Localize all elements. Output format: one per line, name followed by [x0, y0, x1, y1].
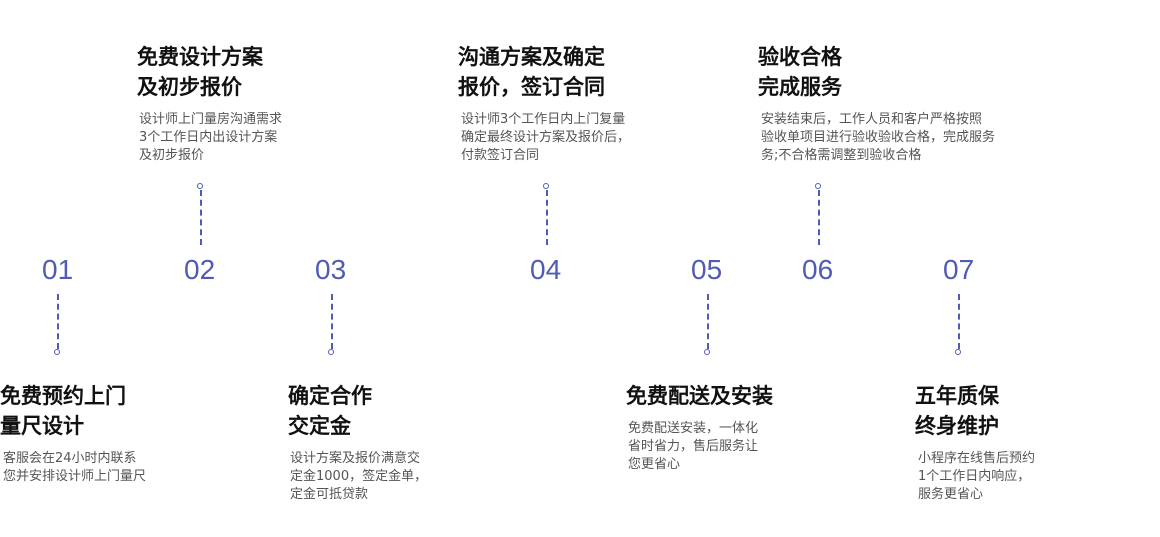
step-desc-01: 客服会在24小时内联系您并安排设计师上门量尺 [3, 451, 147, 484]
step-number-05: 05 [691, 254, 723, 285]
step-number-01: 01 [42, 254, 74, 285]
connector-up-06 [815, 183, 823, 245]
step-title-04: 沟通方案及确定报价，签订合同 [458, 45, 605, 99]
step-title-02: 免费设计方案及初步报价 [137, 45, 263, 99]
connector-down-05 [704, 294, 712, 356]
step-desc-05: 免费配送安装，一体化省时省力，售后服务让您更省心 [628, 421, 759, 472]
connector-up-02 [197, 183, 205, 245]
step-title-07: 五年质保终身维护 [915, 384, 999, 438]
connector-down-03 [328, 294, 336, 356]
step-desc-06: 安装结束后，工作人员和客户严格按照验收单项目进行验收验收合格，完成服务务;不合格… [761, 112, 996, 163]
step-title-05: 免费配送及安装 [626, 384, 773, 408]
step-number-02: 02 [184, 254, 216, 285]
step-desc-04: 设计师3个工作日内上门复量确定最终设计方案及报价后，付款签订合同 [461, 112, 631, 163]
connector-down-01 [54, 294, 62, 356]
step-number-03: 03 [315, 254, 347, 285]
step-title-06: 验收合格完成服务 [758, 45, 842, 99]
connector-down-07 [955, 294, 963, 356]
connector-up-04 [543, 183, 551, 245]
step-number-04: 04 [530, 254, 562, 285]
step-number-07: 07 [943, 254, 975, 285]
step-number-06: 06 [802, 254, 834, 285]
step-desc-03: 设计方案及报价满意交定金1000，签定金单，定金可抵贷款 [290, 451, 428, 502]
step-title-01: 免费预约上门量尺设计 [0, 384, 126, 438]
step-title-03: 确定合作交定金 [288, 384, 372, 438]
